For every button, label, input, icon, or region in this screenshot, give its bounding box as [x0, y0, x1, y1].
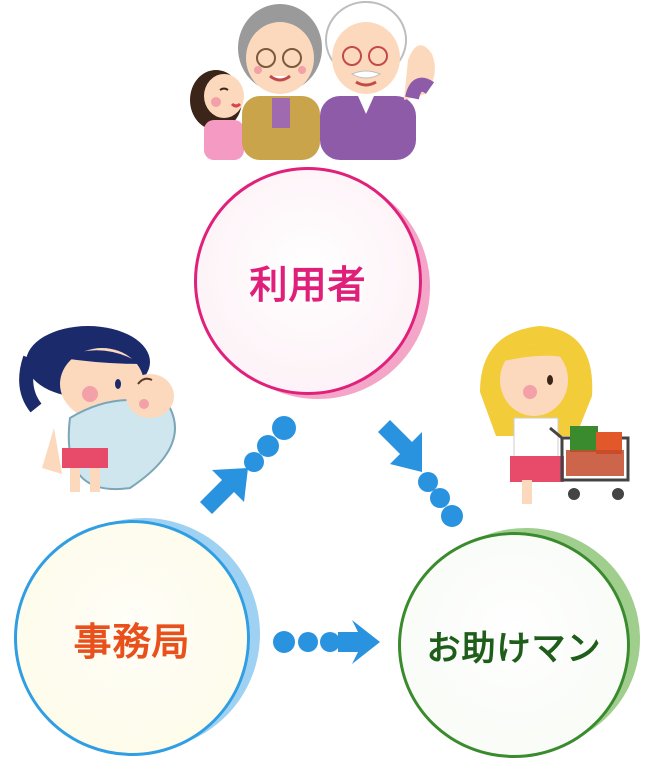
woman-with-cart-illustration [480, 326, 630, 504]
grandfather-figure [320, 1, 435, 160]
helper-label: お助けマン [426, 628, 602, 669]
office-label: 事務局 [73, 619, 191, 664]
arrow-user-to-office [200, 416, 296, 514]
elderly-family-illustration [190, 1, 435, 160]
child-figure [190, 70, 244, 160]
user-node: 利用者 [194, 167, 422, 395]
shopping-cart-icon [549, 426, 630, 500]
arrow-office-to-helper [273, 620, 380, 664]
office-node: 事務局 [14, 520, 250, 756]
helper-node: お助けマン [398, 532, 630, 758]
girl-with-baby-illustration [19, 326, 176, 492]
grandmother-figure [238, 4, 322, 160]
arrow-helper-to-user [378, 420, 463, 527]
user-label: 利用者 [249, 262, 367, 307]
